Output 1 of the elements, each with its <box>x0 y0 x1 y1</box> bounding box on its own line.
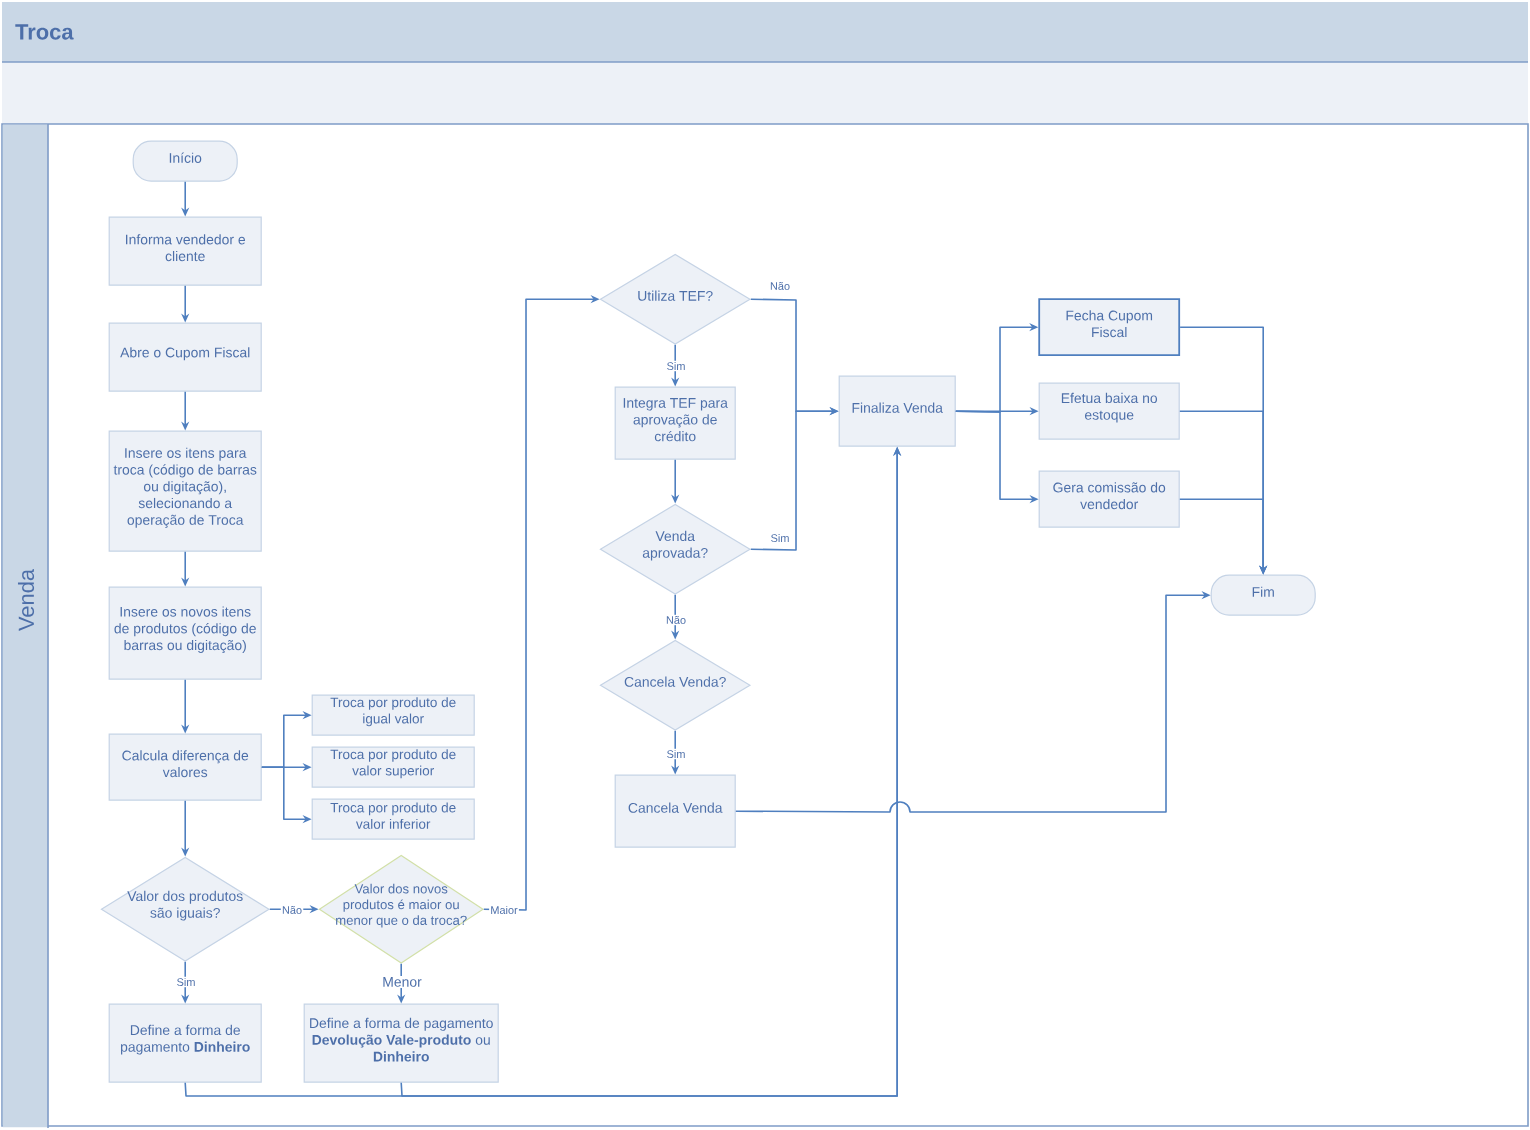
title: Troca <box>15 24 74 40</box>
